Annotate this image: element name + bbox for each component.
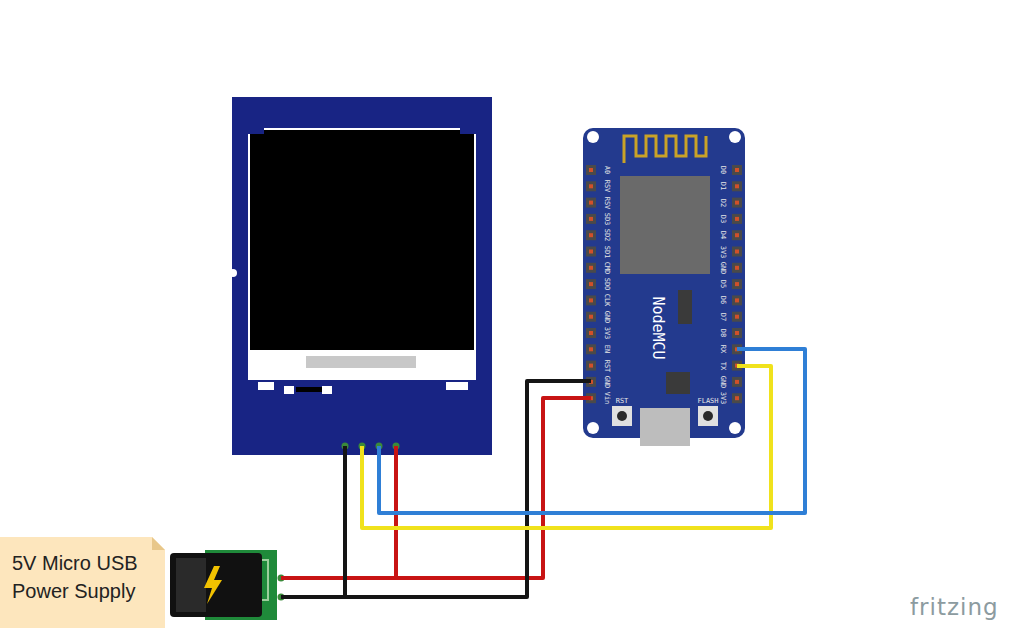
pin-label: D7 (719, 312, 726, 320)
nodemcu-board (583, 128, 745, 446)
header-pin (732, 230, 742, 240)
pin-label: SD2 (603, 229, 610, 242)
callout-text: 5V Micro USB Power Supply (12, 549, 152, 605)
pin-hole (735, 396, 739, 400)
header-pin (732, 165, 742, 175)
header-pin (586, 295, 596, 305)
header-pin (732, 393, 742, 403)
header-pin (732, 247, 742, 257)
pin-hole (735, 250, 739, 254)
header-pin (586, 328, 596, 338)
pin-hole (589, 184, 593, 188)
pin-label: D5 (719, 280, 726, 288)
board-name: NodeMCU (649, 296, 667, 359)
button-label: RST (616, 398, 629, 405)
pin-label: 3V3 (603, 327, 610, 340)
header-pin (732, 279, 742, 289)
callout-shape (0, 537, 165, 628)
button-label: FLASH (697, 398, 718, 405)
pin-label: SD1 (603, 245, 610, 258)
pin-hole (735, 217, 739, 221)
pin-label: 3V3 (719, 392, 726, 405)
pin-hole (735, 380, 739, 384)
pin-hole (735, 184, 739, 188)
pin-label: GND (719, 261, 726, 274)
header-pin (732, 214, 742, 224)
pin-label: RST (603, 359, 610, 372)
pin-hole (589, 266, 593, 270)
pin-label: CLK (603, 294, 610, 307)
pin-label: GND (603, 376, 610, 389)
pin-hole (735, 233, 739, 237)
header-pin (586, 344, 596, 354)
watermark: fritzing (910, 594, 999, 620)
pin-hole (589, 201, 593, 205)
header-pin (586, 247, 596, 257)
header-pin (586, 361, 596, 371)
wires (281, 349, 805, 597)
pin-hole (735, 298, 739, 302)
pin-label: CMD (603, 261, 610, 274)
pin-hole (589, 168, 593, 172)
pin-label: RX (719, 345, 726, 353)
header-pin (586, 181, 596, 191)
pin-hole (735, 331, 739, 335)
pin-label: GND (603, 310, 610, 323)
pin-hole (735, 266, 739, 270)
pin-label: RSV (603, 196, 610, 209)
pin-hole (735, 201, 739, 205)
pin-hole (589, 331, 593, 335)
pin-label: D2 (719, 198, 726, 206)
header-pin (732, 328, 742, 338)
header-pin (586, 279, 596, 289)
pin-label: SD3 (603, 213, 610, 226)
pin-label: D6 (719, 296, 726, 304)
header-pin (732, 295, 742, 305)
header-pin (586, 312, 596, 322)
pin-hole (735, 315, 739, 319)
pin-hole (589, 233, 593, 237)
pin-hole (735, 282, 739, 286)
pin-hole (589, 298, 593, 302)
pin-label: Vin (603, 392, 610, 405)
header-pin (586, 214, 596, 224)
pin-label: A0 (603, 166, 610, 174)
pin-label: D0 (719, 166, 726, 174)
header-pin (732, 181, 742, 191)
pin-hole (589, 282, 593, 286)
pin-hole (735, 168, 739, 172)
pin-hole (589, 347, 593, 351)
pin-label: D1 (719, 182, 726, 190)
pin-hole (589, 250, 593, 254)
header-pin (586, 198, 596, 208)
pin-hole (589, 217, 593, 221)
pin-hole (589, 315, 593, 319)
pin-label: D3 (719, 215, 726, 223)
pin-label: TX (719, 361, 726, 369)
pin-label: 3V3 (719, 245, 726, 258)
header-pin (732, 312, 742, 322)
header-pin (586, 263, 596, 273)
callout-box: 5V Micro USB Power Supply (2, 537, 162, 628)
pin-label: EN (603, 345, 610, 353)
header-pin (732, 198, 742, 208)
pin-label: D4 (719, 231, 726, 239)
tft-display (229, 97, 492, 455)
pin-label: SDO (603, 278, 610, 291)
header-pin (732, 263, 742, 273)
pin-hole (589, 364, 593, 368)
power-jack (170, 550, 285, 620)
pin-label: D8 (719, 329, 726, 337)
pin-label: GND (719, 376, 726, 389)
header-pin (732, 377, 742, 387)
pin-label: RSV (603, 180, 610, 193)
header-pin (586, 165, 596, 175)
header-pin (586, 230, 596, 240)
